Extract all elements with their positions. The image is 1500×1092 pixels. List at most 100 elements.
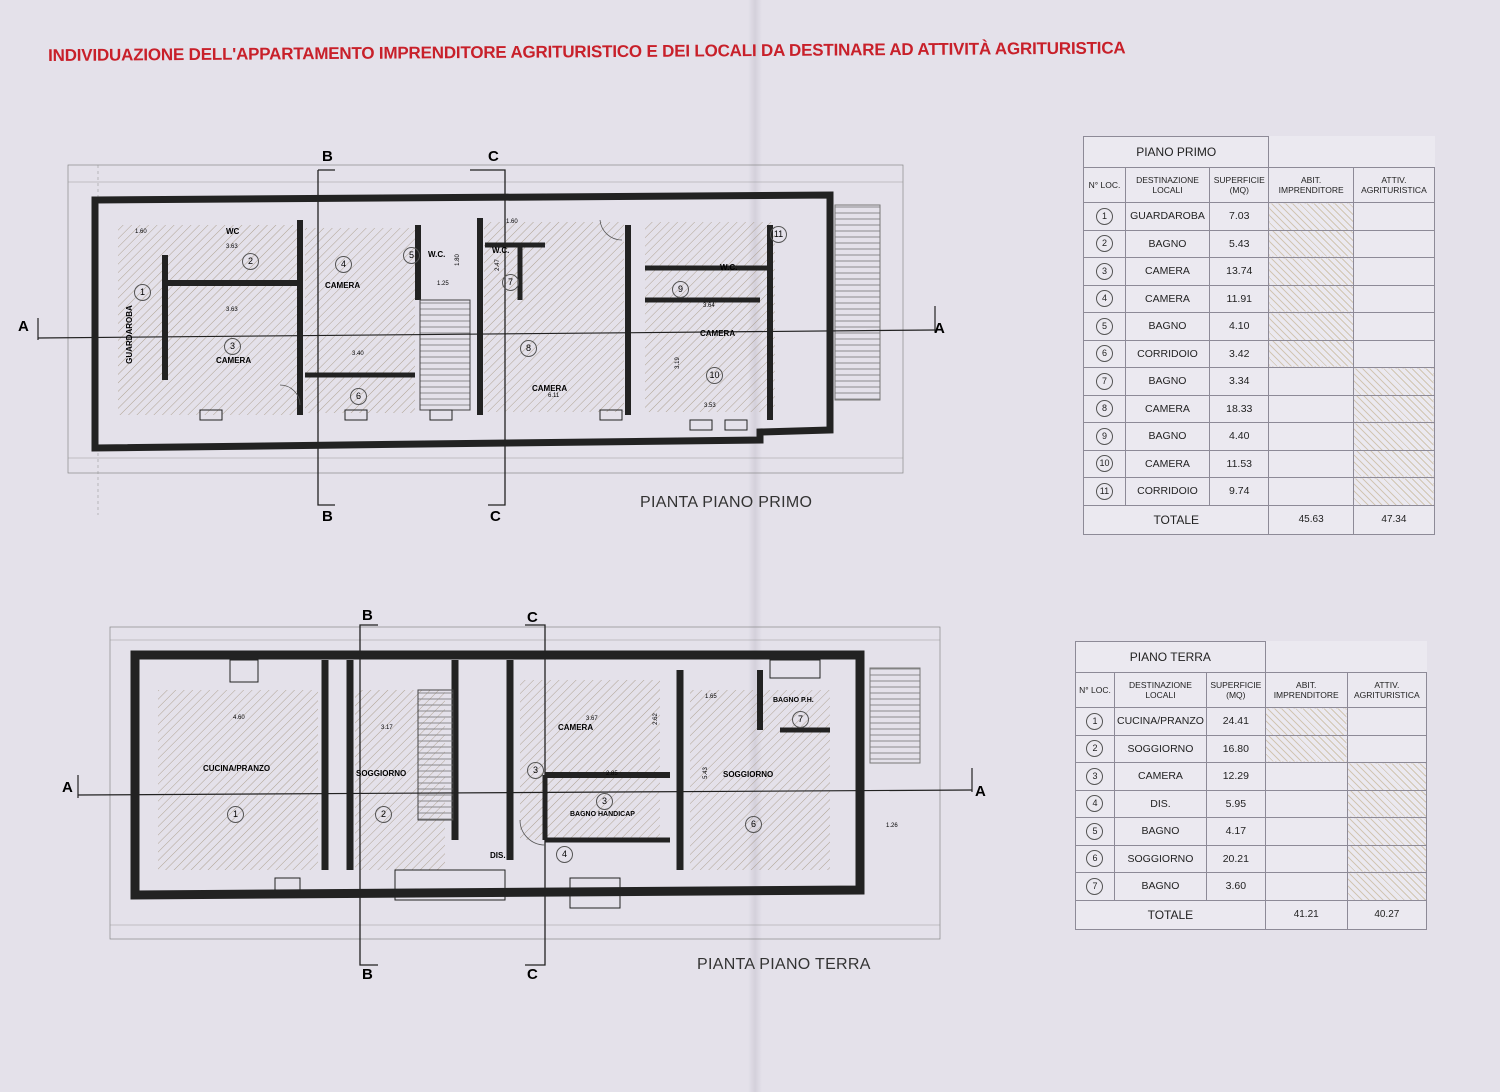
room-name: CAMERA [532, 384, 568, 393]
total-label: TOTALE [1075, 899, 1266, 930]
abit-cell [1264, 762, 1348, 791]
room-number: 6 [745, 816, 762, 833]
plan-terra-geometry [77, 624, 973, 966]
total-abit: 41.21 [1264, 899, 1348, 930]
total-attiv: 47.34 [1352, 504, 1436, 535]
room-number: 8 [1095, 400, 1113, 418]
room-number: 3 [1086, 767, 1104, 785]
room-number: 6 [1086, 850, 1104, 868]
abit-cell [1268, 339, 1354, 368]
table-header-row: N° LOC. DESTINAZIONE LOCALI SUPERFICIE (… [1075, 672, 1428, 708]
room-number-cell: 7 [1083, 367, 1126, 396]
surface-cell: 9.74 [1209, 477, 1270, 506]
column-header: ATTIV. AGRITURISTICA [1352, 167, 1436, 203]
room-number: 5 [403, 247, 420, 264]
attiv-cell [1352, 257, 1436, 286]
room-number: 9 [1095, 427, 1113, 445]
surface-cell: 7.03 [1209, 202, 1270, 231]
dimension-label: 1.60 [135, 229, 147, 235]
room-number-cell: 4 [1075, 789, 1115, 818]
abit-cell [1264, 734, 1348, 763]
room-number: 10 [706, 367, 723, 384]
attiv-cell [1346, 844, 1428, 873]
dimension-label: 2.85 [606, 771, 618, 777]
dimension-label: 1.60 [506, 219, 518, 225]
surface-cell: 3.42 [1209, 339, 1270, 368]
room-name: W.C. [720, 263, 738, 272]
room-number-cell: 11 [1083, 477, 1126, 506]
room-number: 1 [1095, 207, 1113, 225]
plan-primo-title: PIANTA PIANO PRIMO [640, 494, 813, 511]
room-number-cell: 2 [1075, 734, 1115, 763]
room-number: 7 [1086, 877, 1104, 895]
surface-cell: 4.17 [1205, 817, 1266, 846]
column-header: DESTINAZIONE LOCALI [1124, 167, 1211, 203]
destination-cell: CAMERA [1124, 284, 1211, 313]
room-number: 4 [335, 256, 352, 273]
dimension-label: 5.43 [702, 767, 709, 779]
room-number: 7 [1095, 372, 1113, 390]
column-header: ATTIV. AGRITURISTICA [1346, 672, 1428, 708]
dimension-label: 1.80 [454, 254, 461, 266]
section-mark: C [490, 508, 501, 525]
section-mark: A [975, 783, 986, 800]
room-number-cell: 3 [1083, 257, 1126, 286]
abit-cell [1268, 202, 1354, 231]
room-number: 5 [1086, 822, 1104, 840]
dimension-label: 3.53 [704, 403, 716, 409]
attiv-cell [1352, 229, 1436, 258]
room-name: BAGNO HANDICAP [570, 811, 635, 818]
surface-cell: 11.91 [1209, 284, 1270, 313]
room-number: 7 [502, 274, 519, 291]
column-header: ABIT. IMPRENDITORE [1264, 672, 1348, 708]
total-abit: 45.63 [1268, 504, 1354, 535]
abit-cell [1264, 844, 1348, 873]
room-name: CAMERA [558, 723, 594, 732]
room-number-cell: 4 [1083, 284, 1126, 313]
section-mark: A [934, 320, 945, 337]
room-number-cell: 6 [1075, 844, 1115, 873]
attiv-cell [1346, 734, 1428, 763]
dimension-label: 3.17 [381, 725, 393, 731]
section-mark: B [322, 508, 333, 525]
room-number: 9 [672, 281, 689, 298]
dimension-label: 2.47 [494, 259, 501, 271]
destination-cell: DIS. [1113, 789, 1207, 818]
destination-cell: BAGNO [1124, 422, 1211, 451]
attiv-cell [1352, 367, 1436, 396]
column-header: N° LOC. [1083, 167, 1126, 203]
room-number: 3 [1095, 262, 1113, 280]
column-header: DESTINAZIONE LOCALI [1113, 672, 1207, 708]
destination-cell: SOGGIORNO [1113, 844, 1207, 873]
room-number-cell: 5 [1083, 312, 1126, 341]
surface-cell: 11.53 [1209, 449, 1270, 478]
attiv-cell [1352, 477, 1436, 506]
room-number-cell: 5 [1075, 817, 1115, 846]
plan-primo-geometry [37, 164, 936, 515]
attiv-cell [1352, 202, 1436, 231]
attiv-cell [1346, 789, 1428, 818]
section-mark: A [18, 318, 29, 335]
abit-cell [1264, 789, 1348, 818]
room-number: 5 [1095, 317, 1113, 335]
destination-cell: CAMERA [1113, 762, 1207, 791]
section-mark: C [527, 966, 538, 983]
table-caption: PIANO PRIMO [1082, 136, 1270, 168]
destination-cell: CORRIDOIO [1124, 477, 1211, 506]
destination-cell: CORRIDOIO [1124, 339, 1211, 368]
room-number-cell: 10 [1083, 449, 1126, 478]
abit-cell [1268, 477, 1354, 506]
room-number: 8 [520, 340, 537, 357]
table-piano-primo: PIANO PRIMO N° LOC. DESTINAZIONE LOCALI … [1082, 136, 1436, 535]
plan-terra-title: PIANTA PIANO TERRA [697, 956, 871, 973]
room-number: 1 [134, 284, 151, 301]
destination-cell: CAMERA [1124, 449, 1211, 478]
